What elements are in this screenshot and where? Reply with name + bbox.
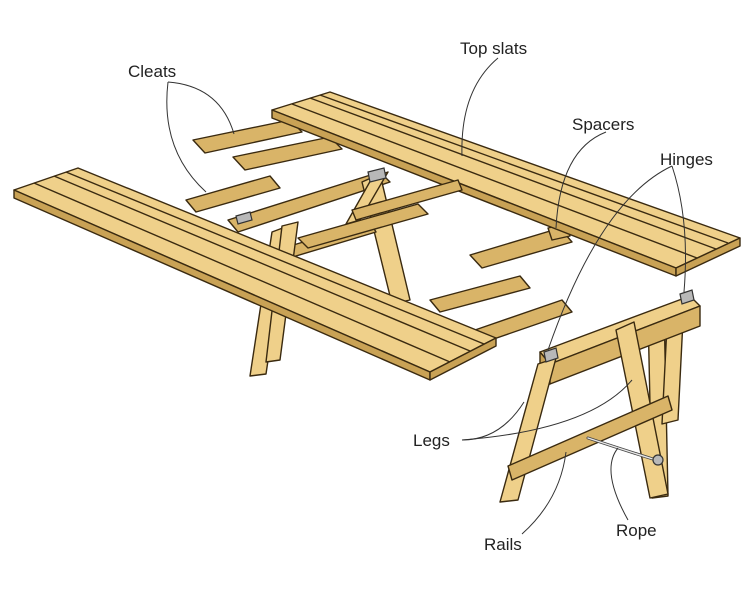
- leader-cleats-1: [167, 81, 235, 135]
- label-rope: Rope: [616, 521, 657, 540]
- right-hinge-2: [679, 289, 695, 305]
- left-top-end: [429, 337, 497, 381]
- cleat-right-2: [232, 136, 343, 171]
- label-rails: Rails: [484, 535, 522, 554]
- cleat-right-3: [469, 227, 573, 269]
- label-legs: Legs: [413, 431, 450, 450]
- leader-hinges-2: [671, 165, 686, 293]
- label-top-slats: Top slats: [460, 39, 527, 58]
- leader-lines: [166, 57, 686, 535]
- right-top-end: [675, 237, 741, 277]
- left-rail-top: [227, 171, 391, 233]
- leader-legs-2: [461, 379, 633, 441]
- left-tabletop: [13, 167, 497, 381]
- leader-top-slats: [461, 57, 499, 157]
- leader-rails: [521, 451, 567, 535]
- label-hinges: Hinges: [660, 150, 713, 169]
- cleat-mid-2: [429, 275, 531, 313]
- right-leg-front-a: [499, 357, 557, 503]
- cleat-left-1: [185, 175, 281, 213]
- labels: Cleats Top slats Spacers Hinges Legs Rai…: [128, 39, 713, 554]
- left-top-hinge: [235, 211, 253, 225]
- cleat-right-1: [192, 119, 303, 154]
- right-sawhorse: [499, 289, 701, 503]
- leader-legs-1: [461, 401, 525, 441]
- right-hinge-1: [543, 347, 559, 363]
- leader-cleats-2: [166, 81, 207, 193]
- leader-rope: [610, 447, 629, 521]
- label-cleats: Cleats: [128, 62, 176, 81]
- leader-hinges-1: [547, 165, 673, 351]
- left-hinge: [367, 167, 387, 183]
- label-spacers: Spacers: [572, 115, 634, 134]
- left-rail-low: [351, 179, 463, 221]
- cleat-mid-1: [297, 203, 429, 249]
- leader-spacers: [555, 131, 607, 229]
- right-tabletop: [192, 91, 741, 277]
- rope-knot: [652, 454, 664, 466]
